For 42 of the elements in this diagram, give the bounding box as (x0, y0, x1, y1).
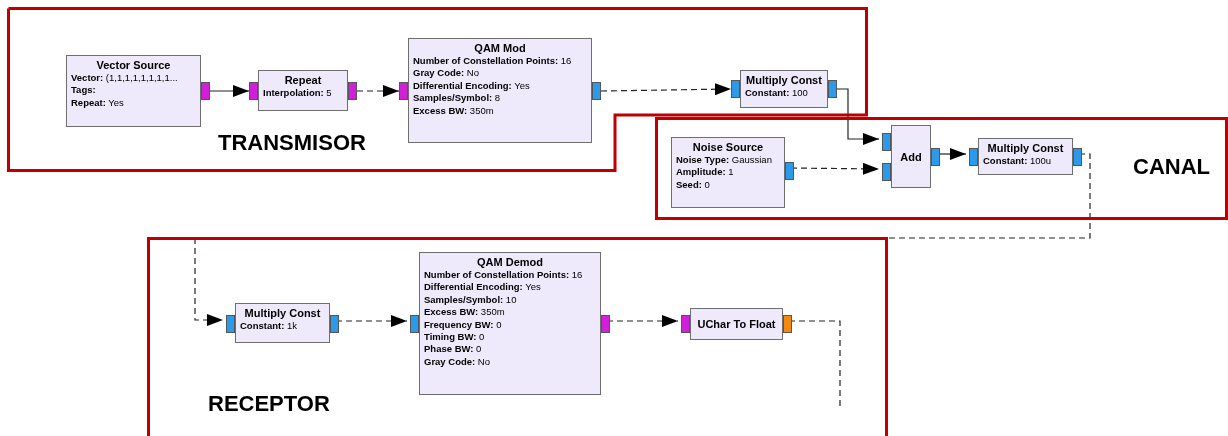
section-label: RECEPTOR (208, 393, 330, 415)
block-title: Multiply Const (745, 73, 823, 87)
parameter-text: Noise Type: Gaussian (676, 154, 773, 167)
parameter-text: Frequency BW: 0 (424, 318, 503, 332)
parameter-text: Vector: (1,1,1,1,1,1,1,1... (71, 72, 179, 85)
block-title: UChar To Float (697, 317, 776, 331)
parameter-text: Seed: 0 (676, 178, 711, 192)
connector-arrow (836, 88, 880, 145)
parameter-text: Gray Code: No (413, 67, 480, 80)
group-frame (655, 117, 1228, 220)
block-title: Noise Source (691, 140, 765, 154)
connector-arrow (209, 85, 250, 97)
connector-arrow (600, 83, 732, 96)
parameter-text: Phase BW: 0 (424, 343, 483, 356)
block-title: Multiply Const (243, 306, 322, 320)
group-frame (147, 237, 888, 436)
section-label: CANAL (1133, 156, 1210, 178)
parameter-text: Gray Code: No (424, 355, 491, 369)
block-title: Multiply Const (986, 141, 1065, 155)
block-title: Repeat (283, 73, 323, 87)
parameter-text: Repeat: Yes (71, 96, 125, 110)
parameter-text: Constant: 100u (983, 155, 1053, 168)
parameter-text: Interpolation: 5 (263, 87, 333, 100)
parameter-text: Timing BW: 0 (424, 331, 486, 344)
parameter-text: Constant: 1k (240, 320, 298, 333)
parameter-text: Number of Constellation Points: 16 (413, 55, 573, 68)
parameter-text: Differential Encoding: Yes (424, 281, 542, 294)
parameter-text: Excess BW: 350m (413, 104, 495, 118)
parameter-text: Constant: 100 (745, 87, 809, 100)
parameter-text: Differential Encoding: Yes (413, 79, 531, 93)
parameter-text: Number of Constellation Points: 16 (424, 269, 584, 282)
block-title: QAM Demod (476, 255, 544, 269)
connector-arrow (356, 85, 400, 97)
parameter-text: Samples/Symbol: 10 (424, 293, 518, 307)
block-title: QAM Mod (473, 41, 527, 55)
parameter-text: Excess BW: 350m (424, 306, 506, 319)
parameter-text: Samples/Symbol: 8 (413, 92, 502, 105)
block-title: Add (900, 149, 922, 164)
section-label: TRANSMISOR (218, 132, 366, 154)
block-title: Vector Source (95, 58, 172, 72)
parameter-text: Amplitude: 1 (676, 166, 735, 179)
parameter-text: Tags: (71, 84, 97, 97)
